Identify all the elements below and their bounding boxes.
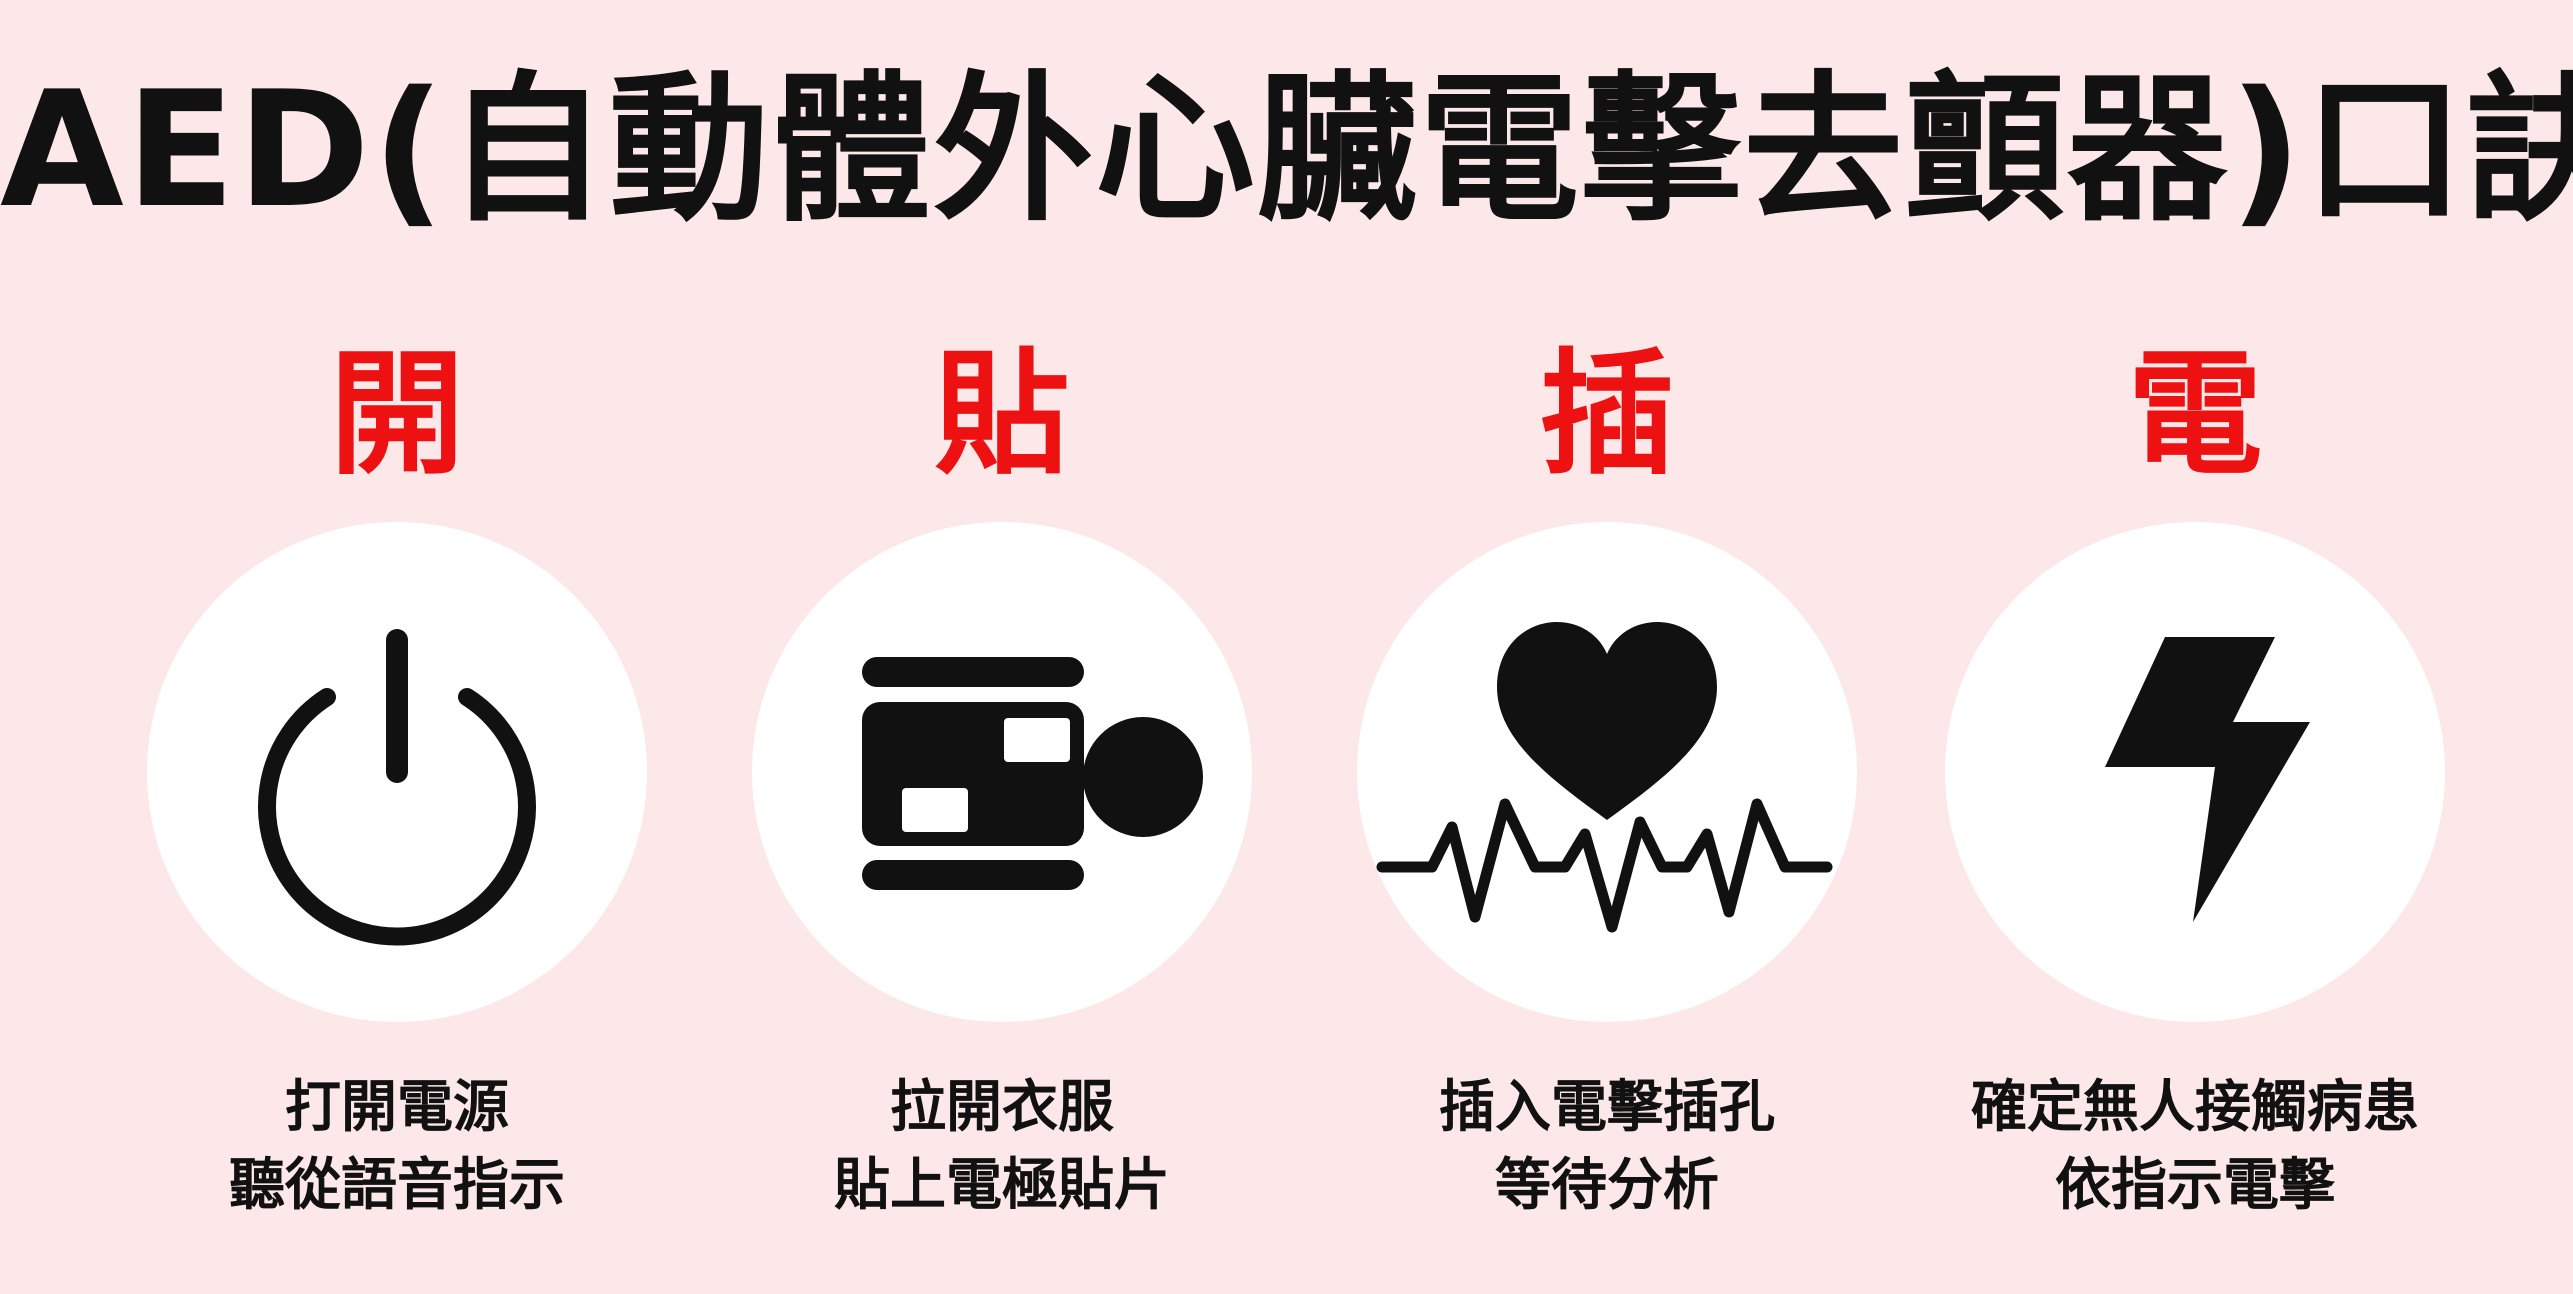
step-keyword: 貼 bbox=[934, 336, 1070, 493]
icon-circle bbox=[1945, 522, 2445, 1022]
step-keyword: 電 bbox=[2127, 336, 2263, 493]
step-instruction-line: 插入電擊插孔 bbox=[1439, 1075, 1775, 1140]
lightning-bolt-icon bbox=[2105, 637, 2310, 922]
heart-rhythm-icon bbox=[1376, 622, 1833, 933]
step-keyword: 插 bbox=[1539, 336, 1675, 493]
power-icon bbox=[258, 629, 536, 946]
step-instruction-line: 依指示電擊 bbox=[2055, 1153, 2335, 1218]
step-instruction-line: 拉開衣服 bbox=[890, 1075, 1114, 1140]
icon-circle bbox=[147, 522, 647, 1022]
icon-circle bbox=[752, 522, 1252, 1022]
step-shock: 電 確定無人接觸病患 依指示電擊 bbox=[1935, 330, 2455, 1230]
step-instruction-line: 打開電源 bbox=[285, 1075, 509, 1140]
step-plug-in: 插 插入電擊插孔 等待分析 bbox=[1347, 330, 1867, 1230]
step-keyword: 開 bbox=[329, 336, 465, 493]
electrode-pads-icon bbox=[862, 657, 1203, 890]
step-power-on: 開 打開電源 聽從語音指示 bbox=[137, 330, 657, 1230]
step-instruction-line: 貼上電極貼片 bbox=[834, 1153, 1170, 1218]
step-attach-pads: 貼 拉開衣服 貼上電極貼片 bbox=[742, 330, 1262, 1230]
step-instruction-line: 確定無人接觸病患 bbox=[1971, 1075, 2419, 1140]
step-instruction-line: 聽從語音指示 bbox=[229, 1153, 565, 1218]
step-instruction-line: 等待分析 bbox=[1495, 1153, 1719, 1218]
icon-circle bbox=[1357, 522, 1857, 1022]
page-title: AED(自動體外心臟電擊去顫器)口訣 bbox=[0, 56, 2573, 243]
